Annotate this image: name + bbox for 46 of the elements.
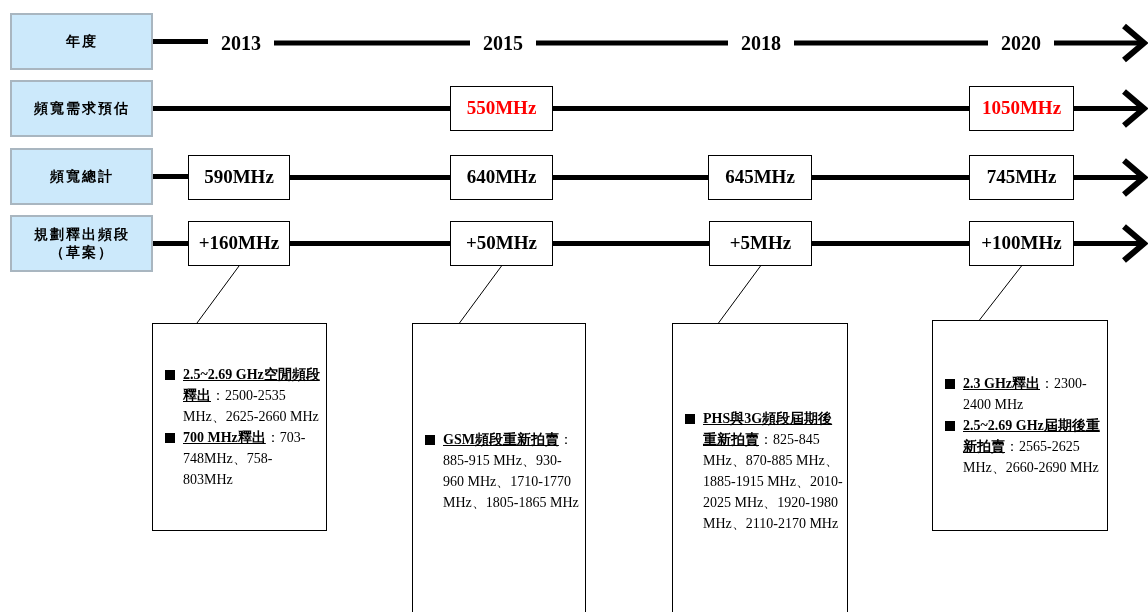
row-header-box: 頻寬總計 [10,148,153,205]
timeline-line [1054,23,1147,63]
note-box [412,323,586,612]
timeline-line [553,106,969,111]
row-header-box: 頻寬需求預估 [10,80,153,137]
note-box [152,323,327,531]
leader-line [196,265,240,324]
value-box: +50MHz [450,221,553,266]
timeline-line [290,241,450,246]
timeline-line [153,39,208,44]
note-text: 700 MHz釋出：703-748MHz、758-803MHz [183,429,307,489]
timeline-line [794,40,988,46]
note-text: 2.5~2.69 GHz屆期後重新拍賣：2565-2625 MHz、2660-2690 MHz [963,417,1101,477]
note-text: GSM頻段重新拍賣：885-915 MHz、930-960 MHz、1710-1770 MHz、1805-1865 MHz [443,430,580,512]
row-header-box: 年度 [10,13,153,70]
leader-line [979,265,1022,321]
forecast-box: 1050MHz [969,86,1074,131]
timeline-line [553,241,709,246]
value-box: 590MHz [188,155,290,200]
timeline-line [1074,88,1147,129]
timeline-line [812,175,969,180]
timeline-line [1074,157,1147,198]
timeline-line [812,241,969,246]
timeline-line [536,40,728,46]
timeline-line [274,40,470,46]
note-box [672,323,848,612]
value-box: +160MHz [188,221,290,266]
timeline-line [153,174,188,179]
note-box [932,320,1108,531]
leader-line [459,265,502,324]
value-box: 745MHz [969,155,1074,200]
timeline-line [153,106,450,111]
timeline-line [1074,223,1147,264]
timeline-line [290,175,450,180]
forecast-box: 550MHz [450,86,553,131]
row-header-box: 規劃釋出頻段（草案） [10,215,153,272]
leader-line [718,265,761,324]
timeline-line [553,175,708,180]
value-box: +100MHz [969,221,1074,266]
note-text: 2.3 GHz釋出：2300-2400 MHz [963,375,1088,414]
note-text: 2.5~2.69 GHz空閒頻段釋出：2500-2535 MHz、2625-2660 MHz [183,366,321,426]
timeline-line [153,241,188,246]
value-box: +5MHz [709,221,812,266]
value-box: 645MHz [708,155,812,200]
value-box: 640MHz [450,155,553,200]
note-text: PHS與3G頻段屆期後重新拍賣：825-845 MHz、870-885 MHz、1885-1915 MHz、2010-2025 MHz、1920-1980 MHz、2110-2170 MHz [703,409,843,533]
